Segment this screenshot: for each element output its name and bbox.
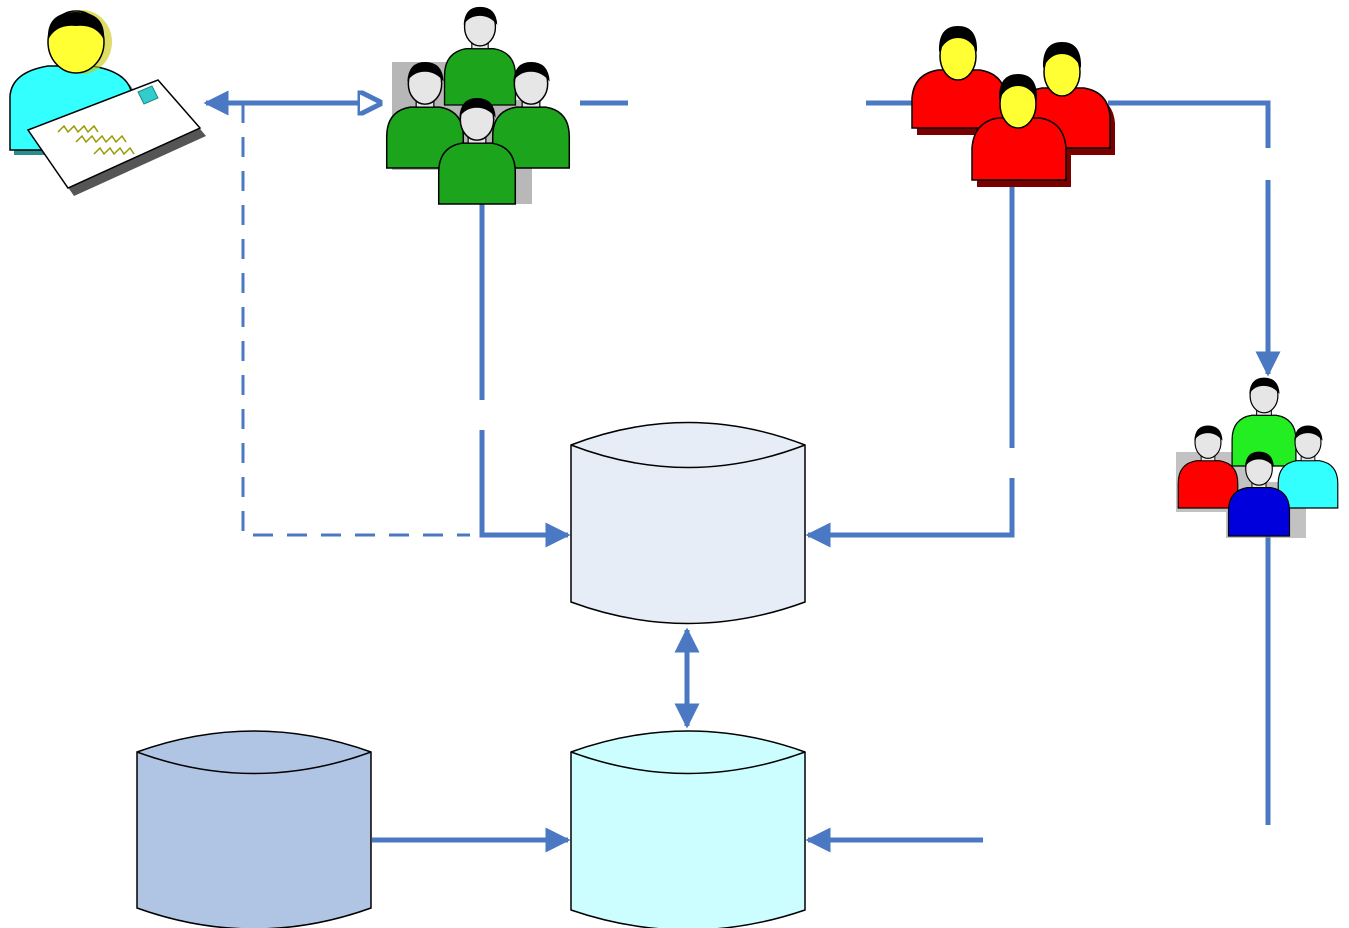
connector-requester-dashed-to-database — [241, 103, 470, 537]
person-with-letter-icon — [9, 10, 206, 196]
database-middle — [570, 730, 806, 928]
group-of-three-people-icon — [911, 26, 1115, 187]
connector-red-group-down-b — [805, 478, 1015, 548]
group-of-four-people-icon — [385, 6, 571, 205]
connector-green-group-down-b — [479, 430, 571, 548]
database-cylinder-icon — [570, 730, 806, 928]
database-cylinder-icon — [570, 421, 806, 625]
multicolor-group-of-four-people-icon — [1176, 376, 1339, 538]
database-left — [136, 730, 372, 928]
database-top — [570, 421, 806, 625]
connectors — [206, 100, 1281, 853]
envelope-icon — [26, 79, 206, 196]
database-cylinder-icon — [136, 730, 372, 928]
connector-red-group-right — [1108, 100, 1271, 148]
